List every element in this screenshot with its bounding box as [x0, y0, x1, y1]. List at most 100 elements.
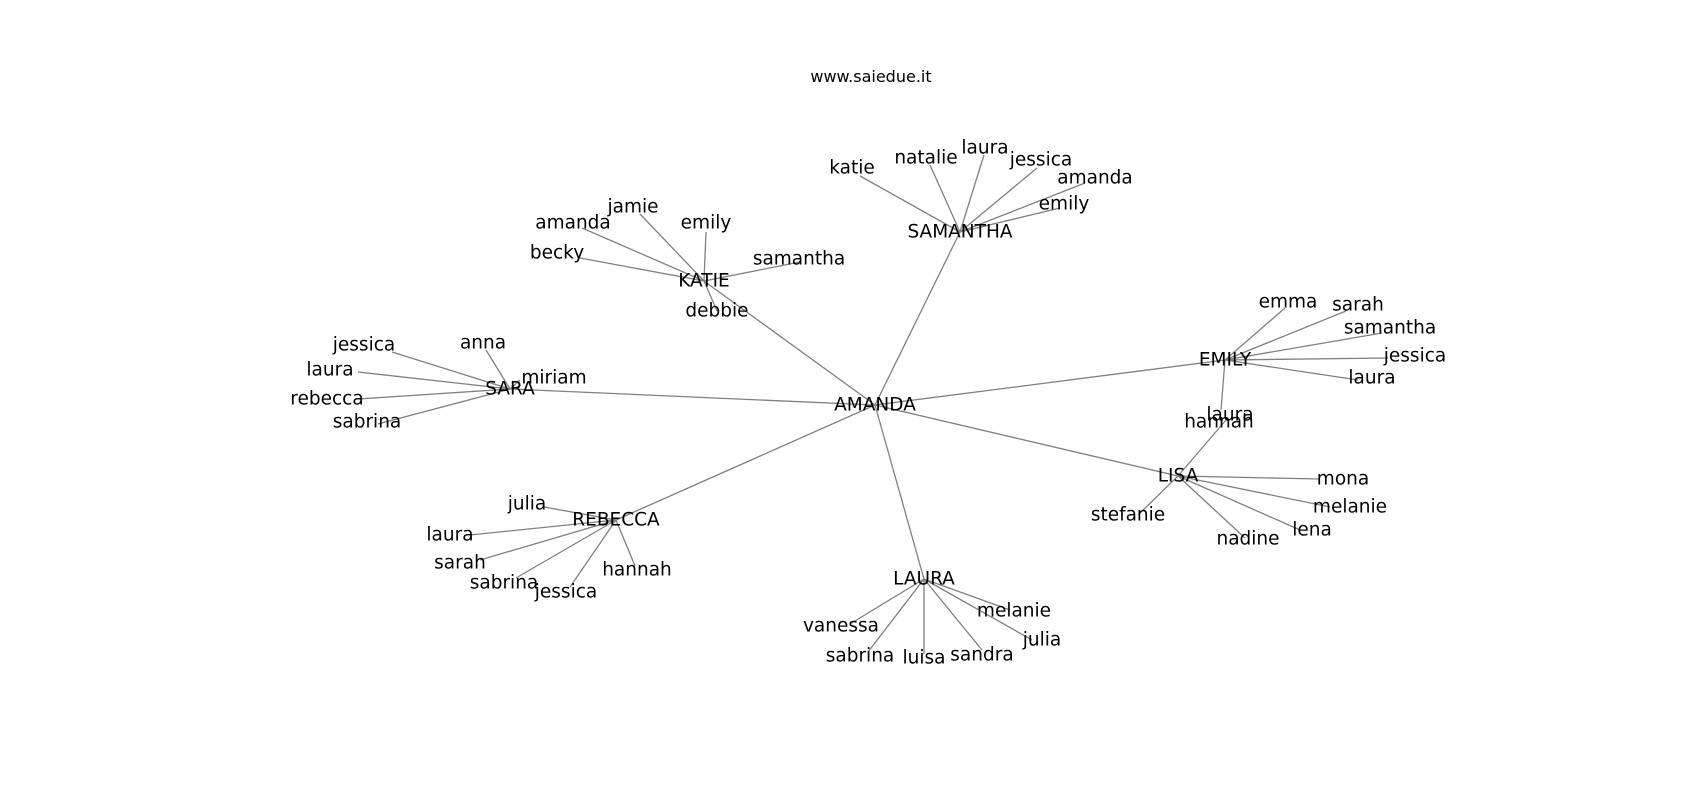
node-label-lau-sabrina: sabrina — [826, 646, 895, 667]
node-label-lis-melanie: melanie — [1313, 497, 1387, 518]
edge-laura-lau_melanie — [923, 578, 1011, 611]
node-label-emily: EMILY — [1199, 350, 1252, 371]
node-label-lis-laura: laura — [1206, 405, 1253, 426]
node-label-lau-melanie: melanie — [977, 601, 1051, 622]
edge-emily-emi_emma — [1224, 307, 1286, 361]
node-label-sar-jessica: jessica — [332, 335, 395, 356]
edge-lisa-lis_nadine — [1177, 475, 1246, 539]
edge-rebecca-reb_jessica — [569, 519, 617, 588]
edge-rebecca-reb_laura — [469, 519, 617, 536]
node-label-reb-sarah: sarah — [434, 553, 486, 574]
edge-sara-sar_laura — [357, 371, 511, 390]
edge-lisa-lis_stefanie — [1137, 475, 1179, 516]
node-label-lau-julia: julia — [1022, 630, 1061, 651]
node-label-sar-laura: laura — [306, 360, 353, 381]
edge-emily-emi_samantha — [1224, 332, 1383, 361]
edge-katie-kat_jamie — [639, 213, 705, 282]
node-label-reb-hannah: hannah — [602, 560, 672, 581]
node-label-sar-anna: anna — [460, 333, 506, 354]
node-label-sar-sabrina: sabrina — [333, 412, 402, 433]
node-label-sam-laura: laura — [961, 138, 1008, 159]
node-label-lis-nadine: nadine — [1216, 529, 1279, 550]
edge-amanda_root-emily — [874, 359, 1226, 406]
node-label-emi-laura: laura — [1348, 368, 1395, 389]
edge-lisa-lis_mona — [1177, 475, 1321, 480]
node-label-kat-debbie: debbie — [685, 301, 748, 322]
edge-emily-emi_sarah — [1224, 310, 1347, 361]
node-label-sara: SARA — [485, 379, 535, 400]
node-label-emi-samantha: samantha — [1344, 318, 1436, 339]
edge-emily-emi_laura — [1224, 359, 1359, 381]
edge-rebecca-reb_sarah — [479, 519, 617, 561]
edge-sara-sar_miriam — [509, 379, 521, 390]
node-label-kat-amanda: amanda — [535, 213, 611, 234]
node-label-sam-emily: emily — [1039, 194, 1090, 215]
node-label-sam-katie: katie — [829, 158, 875, 179]
node-label-kat-becky: becky — [530, 243, 584, 264]
edge-katie-kat_amanda — [581, 227, 705, 282]
node-label-lis-stefanie: stefanie — [1091, 505, 1165, 526]
edge-samantha-sam_jessica — [959, 167, 1038, 233]
node-label-sam-natalie: natalie — [894, 148, 957, 169]
node-label-sam-amanda: amanda — [1057, 168, 1133, 189]
edge-amanda_root-sara — [509, 388, 876, 406]
edge-sara-sar_anna — [485, 349, 511, 390]
edge-emily-emi_jessica — [1224, 357, 1389, 361]
edge-sara-sar_rebecca — [357, 388, 511, 400]
node-label-kat-samantha: samantha — [753, 249, 845, 270]
edge-katie-kat_samantha — [703, 261, 801, 282]
edge-amanda_root-laura — [874, 404, 925, 580]
edge-laura-lau_vanessa — [849, 578, 925, 625]
node-label-rebecca: REBECCA — [572, 510, 660, 531]
edge-laura-lau_julia — [923, 578, 1033, 641]
edge-samantha-sam_laura — [959, 154, 985, 233]
node-label-emi-jessica: jessica — [1383, 346, 1446, 367]
node-label-reb-jessica: jessica — [534, 582, 597, 603]
edge-rebecca-reb_hannah — [615, 519, 636, 567]
node-label-lisa: LISA — [1158, 466, 1199, 487]
node-label-laura: LAURA — [893, 569, 955, 590]
edge-laura-lau_sandra — [923, 578, 983, 651]
node-label-samantha: SAMANTHA — [907, 222, 1012, 243]
edge-samantha-sam_natalie — [929, 164, 961, 233]
node-label-lis-mona: mona — [1317, 469, 1369, 490]
edge-katie-kat_debbie — [703, 280, 718, 312]
edge-katie-kat_emily — [703, 231, 707, 282]
edge-amanda_root-samantha — [874, 231, 961, 406]
node-label-reb-julia: julia — [507, 494, 546, 515]
label-layer: AMANDA SAMANTHA KATIE SARA EMILY LISA REBECCA L… — [290, 138, 1446, 669]
node-label-reb-laura: laura — [426, 525, 473, 546]
node-label-reb-sabrina: sabrina — [470, 573, 539, 594]
graph-title: www.saiedue.it — [810, 67, 931, 86]
edge-amanda_root-lisa — [874, 404, 1179, 477]
node-label-sar-miriam: miriam — [521, 368, 586, 389]
edge-laura-lau_sabrina — [867, 578, 925, 653]
node-label-kat-jamie: jamie — [606, 197, 658, 218]
edge-samantha-sam_emily — [959, 207, 1061, 233]
node-label-emi-emma: emma — [1259, 292, 1318, 313]
edge-lisa-lis_lena — [1177, 475, 1301, 531]
node-label-lau-luisa: luisa — [903, 648, 946, 669]
node-label-lis-lena: lena — [1292, 520, 1332, 541]
edge-rebecca-reb_julia — [543, 506, 617, 521]
node-label-katie: KATIE — [678, 271, 729, 292]
node-label-sar-rebecca: rebecca — [290, 389, 363, 410]
edge-lisa-lis_melanie — [1177, 475, 1331, 508]
edge-rebecca-reb_sabrina — [515, 519, 617, 579]
edge-katie-kat_becky — [579, 257, 705, 282]
edge-samantha-sam_amanda — [959, 182, 1086, 233]
edge-emily-emi_hannah — [1220, 359, 1226, 411]
node-label-sam-jessica: jessica — [1009, 150, 1072, 171]
node-label-emi-sarah: sarah — [1332, 295, 1384, 316]
edge-samantha-sam_katie — [859, 175, 961, 233]
edge-sara-sar_jessica — [391, 351, 511, 390]
node-label-lau-sandra: sandra — [950, 645, 1013, 666]
node-label-kat-emily: emily — [681, 213, 732, 234]
edge-sara-sar_sabrina — [377, 388, 511, 425]
edge-lisa-lis_laura — [1177, 419, 1227, 477]
edge-layer — [357, 154, 1389, 654]
edge-amanda_root-rebecca — [615, 404, 876, 521]
node-label-amanda-root: AMANDA — [834, 395, 916, 416]
node-label-lau-vanessa: vanessa — [803, 616, 879, 637]
